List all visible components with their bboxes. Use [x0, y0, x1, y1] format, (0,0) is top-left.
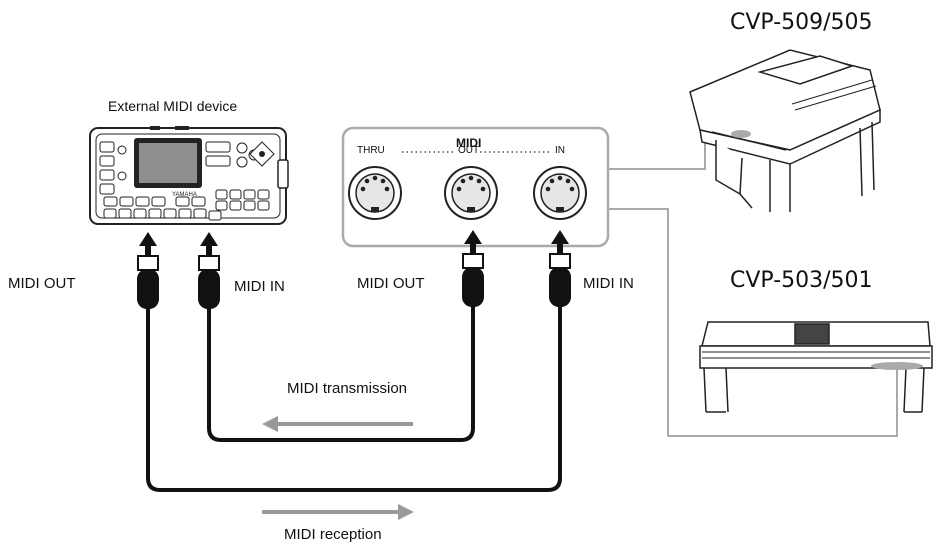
panel-thru-label: THRU [357, 145, 385, 156]
upright-piano-keys [702, 351, 930, 359]
panel-midi-in-label: MIDI IN [583, 275, 634, 292]
panel-in-label: IN [555, 145, 565, 156]
link-line-top-piano [608, 140, 706, 170]
plug-panel-out [462, 230, 484, 307]
top-piano-terminal-marker [731, 130, 751, 138]
reception-cable [146, 305, 562, 492]
device-title: External MIDI device [108, 98, 238, 114]
transmission-arrow [262, 416, 413, 432]
plug-panel-in [549, 230, 571, 307]
bottom-piano-terminal-marker [871, 362, 923, 370]
device-midi-out-label: MIDI OUT [8, 275, 76, 292]
panel-out-label: OUT [458, 145, 480, 156]
midi-thru-jack [348, 166, 402, 220]
link-line-bottom-piano [608, 208, 898, 437]
model-bottom-label: CVP-503/501 [730, 268, 873, 293]
reception-label: MIDI reception [284, 526, 382, 543]
midi-out-jack [444, 166, 498, 220]
panel-heading: MIDI [456, 136, 482, 150]
panel-midi-out-label: MIDI OUT [357, 275, 425, 292]
svg-text:YAMAHA: YAMAHA [172, 192, 197, 198]
plug-device-in [198, 232, 220, 309]
external-midi-device-illustration: YAMAHA [89, 126, 289, 225]
device-midi-in-label: MIDI IN [234, 278, 285, 295]
plug-device-out [137, 232, 159, 309]
grand-style-piano-illustration [689, 49, 881, 212]
model-top-label: CVP-509/505 [730, 10, 873, 35]
midi-in-jack [533, 166, 587, 220]
grand-piano-keys [791, 79, 877, 111]
reception-arrow [262, 504, 414, 520]
transmission-label: MIDI transmission [287, 380, 408, 397]
transmission-cable [207, 305, 475, 442]
